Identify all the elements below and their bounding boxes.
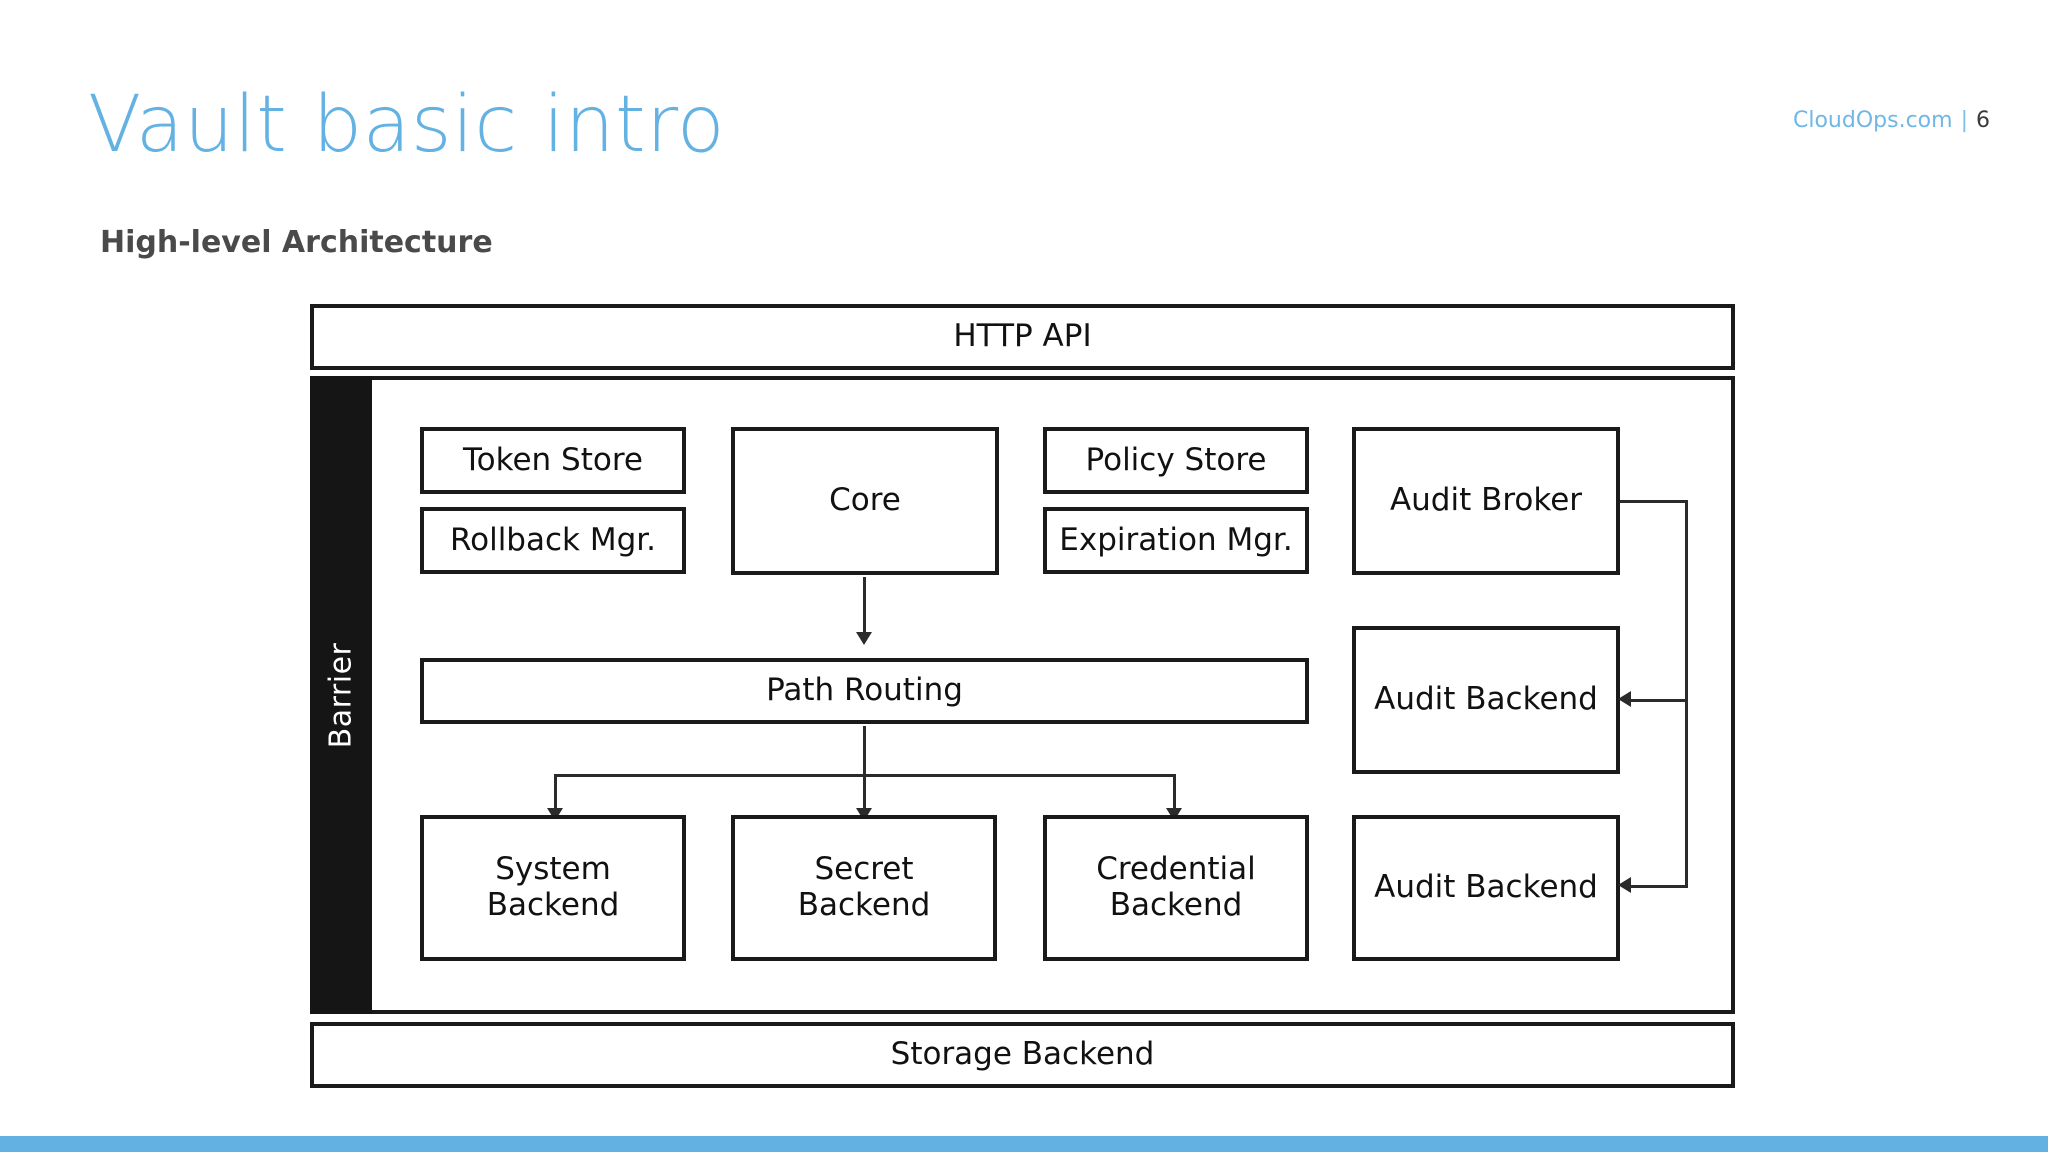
page-title: Vault basic intro bbox=[88, 80, 726, 170]
diagram-box-core[interactable]: Core bbox=[731, 427, 999, 575]
connector-audit-bus-to-backend-1 bbox=[1627, 699, 1688, 702]
diagram-box-token-store[interactable]: Token Store bbox=[420, 427, 686, 494]
page-number: 6 bbox=[1976, 108, 1990, 133]
brand-label: CloudOps.com bbox=[1793, 108, 1953, 133]
diagram-box-storage-backend[interactable]: Storage Backend bbox=[310, 1022, 1735, 1088]
diagram-box-expiration-mgr[interactable]: Expiration Mgr. bbox=[1043, 507, 1309, 574]
diagram-box-rollback-mgr[interactable]: Rollback Mgr. bbox=[420, 507, 686, 574]
diagram-box-policy-store[interactable]: Policy Store bbox=[1043, 427, 1309, 494]
diagram-box-http-api[interactable]: HTTP API bbox=[310, 304, 1735, 370]
arrowhead-to-audit-backend-2 bbox=[1618, 877, 1631, 893]
connector-path-routing-stem bbox=[863, 726, 866, 776]
footer-accent-bar bbox=[0, 1136, 2048, 1152]
connector-core-to-path-routing bbox=[863, 577, 866, 639]
diagram-box-audit-backend-1[interactable]: Audit Backend bbox=[1352, 626, 1620, 774]
meta-separator: | bbox=[1960, 108, 1968, 133]
connector-path-routing-to-secret-backend bbox=[863, 774, 866, 815]
arrowhead-core-to-path-routing bbox=[856, 632, 872, 645]
diagram-box-audit-backend-2[interactable]: Audit Backend bbox=[1352, 815, 1620, 961]
connector-path-routing-to-credential-backend bbox=[1173, 774, 1176, 815]
diagram-barrier[interactable]: Barrier bbox=[310, 376, 372, 1014]
diagram-box-path-routing[interactable]: Path Routing bbox=[420, 658, 1309, 724]
connector-audit-bus bbox=[1685, 500, 1688, 886]
connector-audit-bus-to-backend-2 bbox=[1627, 885, 1688, 888]
barrier-label: Barrier bbox=[323, 642, 359, 748]
section-subtitle: High-level Architecture bbox=[100, 225, 493, 260]
diagram-box-audit-broker[interactable]: Audit Broker bbox=[1352, 427, 1620, 575]
diagram-box-credential-backend[interactable]: Credential Backend bbox=[1043, 815, 1309, 961]
header-meta: CloudOps.com | 6 bbox=[1793, 110, 1990, 132]
connector-audit-broker-out bbox=[1620, 500, 1688, 503]
connector-path-routing-to-system-backend bbox=[554, 774, 557, 815]
diagram-box-system-backend[interactable]: System Backend bbox=[420, 815, 686, 961]
arrowhead-to-audit-backend-1 bbox=[1618, 691, 1631, 707]
diagram-box-secret-backend[interactable]: Secret Backend bbox=[731, 815, 997, 961]
